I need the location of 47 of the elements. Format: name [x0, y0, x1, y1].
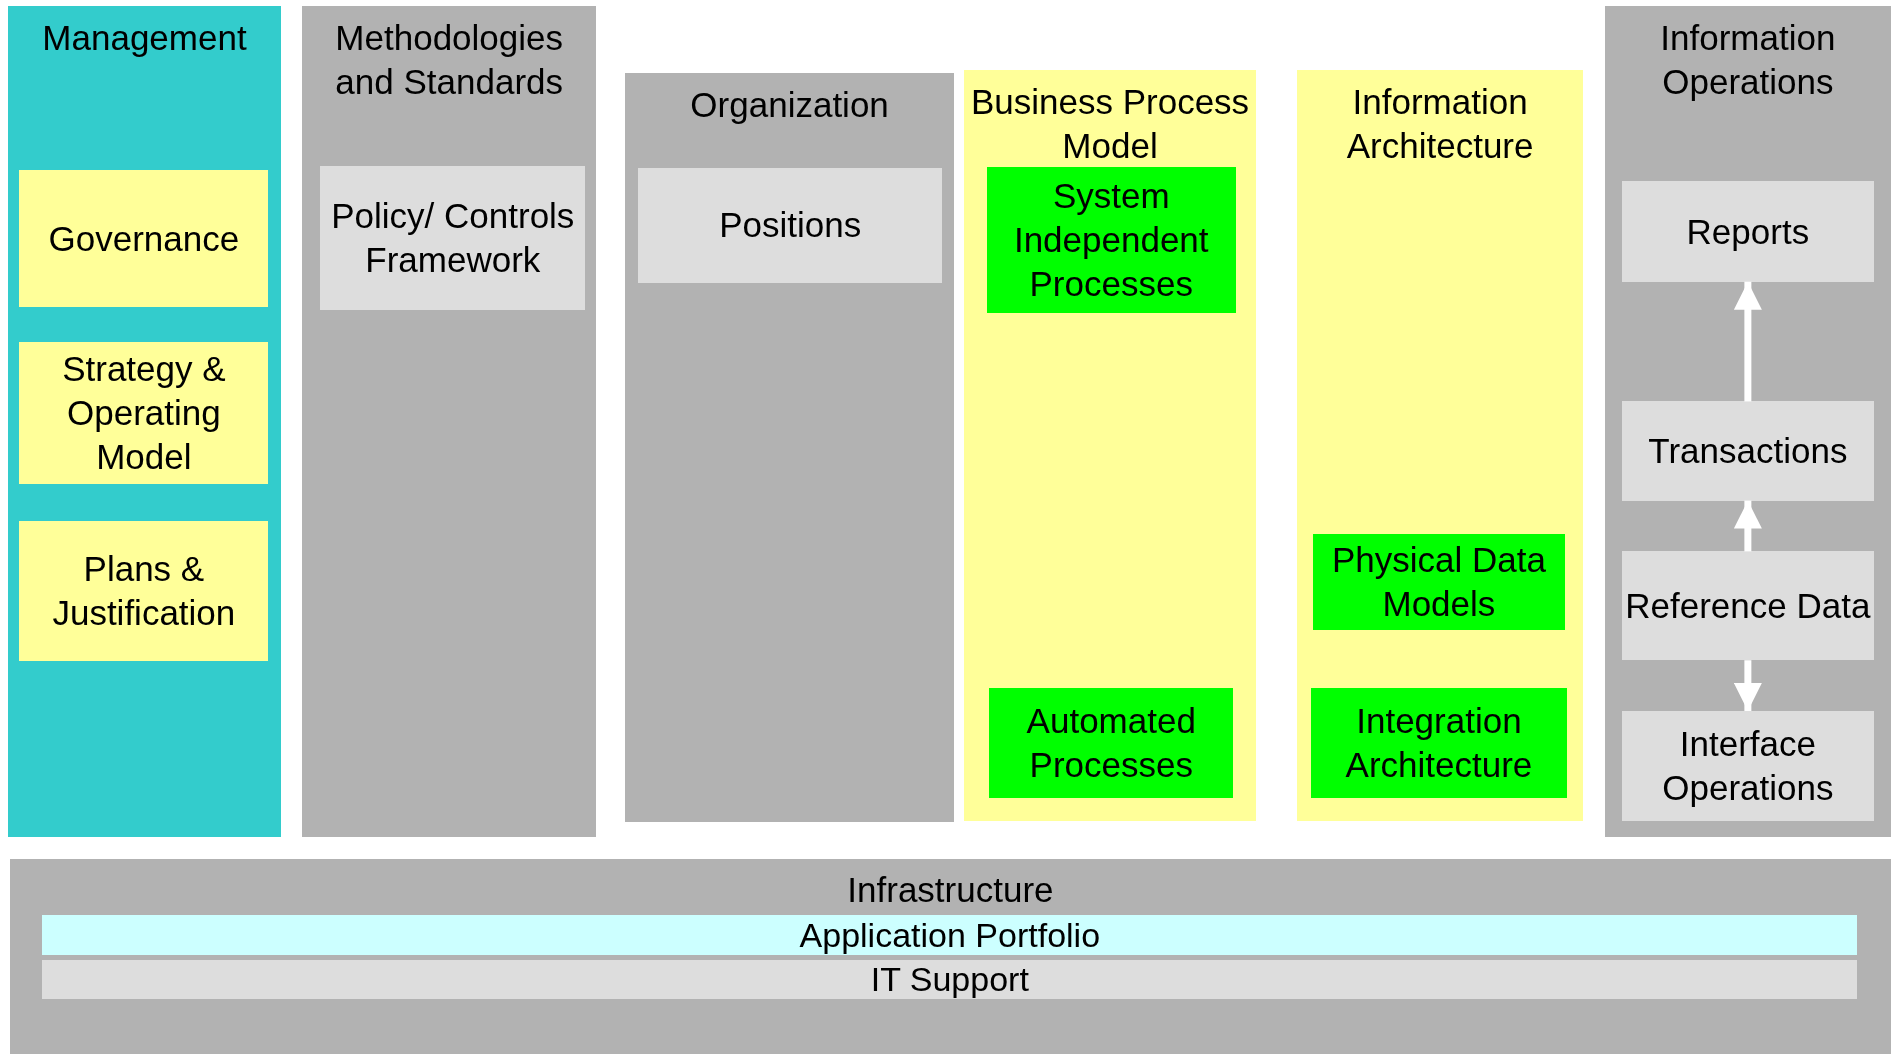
box-label: Policy/ Controls Framework — [330, 194, 576, 281]
box-label: Integration Architecture — [1344, 700, 1534, 787]
process-box — [986, 166, 1236, 314]
box-label: Reference Data — [1625, 584, 1871, 627]
column-panel — [1297, 70, 1583, 821]
column-panel — [8, 6, 281, 837]
box-label: Physical Data Models — [1330, 539, 1547, 626]
process-box — [19, 170, 269, 308]
process-box — [19, 342, 269, 484]
process-box — [19, 521, 269, 662]
column-heading: Business Process Model — [969, 81, 1251, 168]
box-label: Automated Processes — [1025, 700, 1197, 787]
column-panel — [302, 6, 597, 837]
box-label: Strategy & Operating Model — [61, 347, 227, 478]
box-label: System Independent Processes — [1012, 175, 1210, 305]
column-heading: Information Architecture — [1345, 81, 1535, 168]
process-box — [1310, 688, 1568, 799]
process-box — [1621, 401, 1875, 501]
box-label: IT Support — [870, 960, 1029, 999]
process-box — [1621, 551, 1875, 661]
column-heading: Information Operations — [1659, 17, 1837, 104]
process-box — [989, 688, 1234, 799]
column-panel — [625, 72, 955, 823]
column-heading: Infrastructure — [847, 868, 1054, 911]
box-label: Reports — [1686, 210, 1810, 253]
box-label: Governance — [48, 217, 240, 260]
box-label: Interface Operations — [1661, 723, 1835, 809]
box-label: Positions — [719, 204, 862, 247]
column-panel — [963, 70, 1257, 821]
column-panel — [9, 858, 1892, 1055]
box-label: Transactions — [1648, 430, 1848, 472]
column-heading: Management — [42, 17, 247, 60]
process-box — [1621, 181, 1875, 282]
box-label: Plans & Justification — [51, 548, 237, 635]
process-box — [42, 915, 1858, 956]
column-panel — [1604, 6, 1892, 837]
process-box — [1621, 711, 1875, 821]
process-box — [638, 168, 942, 283]
box-label: Application Portfolio — [799, 916, 1101, 955]
arrow — [1733, 660, 1762, 711]
process-box — [1313, 534, 1565, 630]
arrow — [1733, 500, 1762, 552]
arrow — [1733, 281, 1762, 402]
process-box — [320, 165, 586, 310]
process-box — [42, 960, 1858, 999]
column-heading: Organization — [690, 83, 889, 126]
column-heading: Methodologies and Standards — [334, 17, 565, 104]
